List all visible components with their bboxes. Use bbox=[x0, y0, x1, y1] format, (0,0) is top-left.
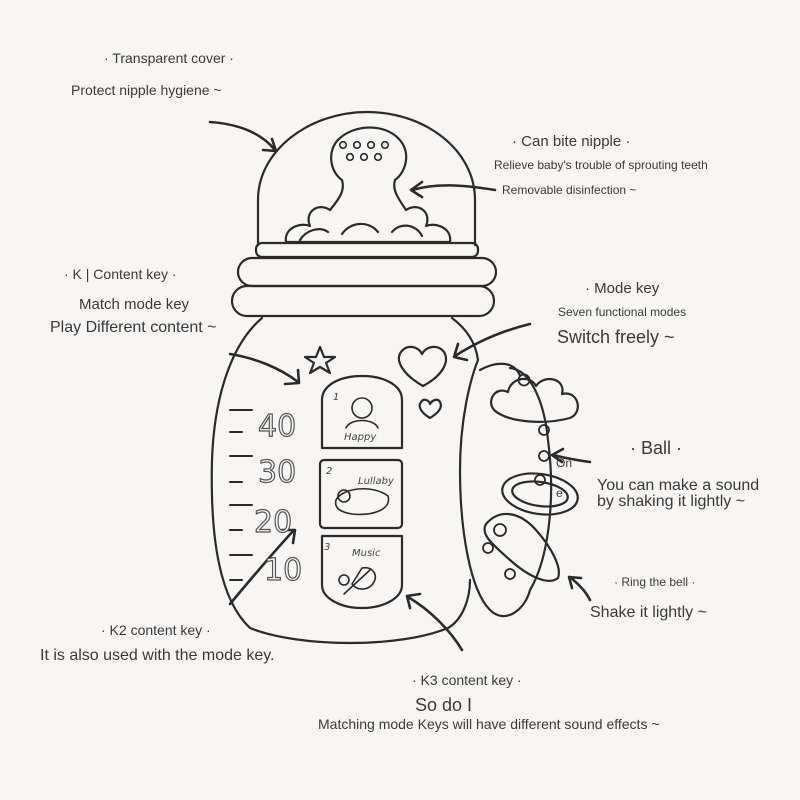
collar-ring-top bbox=[236, 256, 498, 288]
label-so-do-i: So do I bbox=[415, 695, 473, 715]
scale-mark-10: 10 bbox=[264, 553, 302, 588]
label-mode-key: · Mode key bbox=[585, 280, 660, 297]
handle bbox=[458, 358, 553, 618]
cover-rim bbox=[254, 241, 480, 259]
k2-number: 2 bbox=[326, 466, 332, 477]
label-switch-freely: Switch freely ~ bbox=[557, 327, 675, 347]
label-one-1: On bbox=[556, 456, 573, 470]
k1-number: 1 bbox=[333, 392, 339, 403]
scale-mark-30: 30 bbox=[258, 455, 296, 490]
label-k2-content-key: · K2 content key · bbox=[101, 622, 211, 638]
label-removable-disinfection: Removable disinfection ~ bbox=[502, 183, 637, 197]
label-ball-desc-1: You can make a sound bbox=[597, 477, 760, 494]
label-relieve-teeth: Relieve baby's trouble of sprouting teet… bbox=[494, 158, 708, 172]
transparent-cover bbox=[256, 110, 477, 247]
ball-ring bbox=[501, 472, 579, 516]
k3-text: Music bbox=[352, 548, 381, 559]
label-protect-nipple: Protect nipple hygiene ~ bbox=[71, 82, 222, 98]
label-shake-lightly: Shake it lightly ~ bbox=[590, 604, 707, 621]
star-icon bbox=[303, 345, 337, 375]
label-ball: · Ball · bbox=[630, 438, 683, 458]
scale-mark-20: 20 bbox=[254, 505, 292, 540]
label-match-mode-key: Match mode key bbox=[79, 296, 190, 313]
label-seven-modes: Seven functional modes bbox=[558, 305, 687, 319]
rattle-bell bbox=[483, 512, 560, 582]
k3-key bbox=[320, 534, 404, 610]
label-k2-desc: It is also used with the mode key. bbox=[40, 647, 275, 664]
collar-ring-bottom bbox=[230, 284, 496, 318]
k2-text: Lullaby bbox=[358, 476, 395, 487]
label-ring-bell: · Ring the bell · bbox=[614, 575, 696, 589]
k2-key bbox=[318, 458, 404, 530]
label-k3-content-key: · K3 content key · bbox=[412, 672, 522, 688]
label-transparent-cover: · Transparent cover · bbox=[104, 50, 234, 66]
octopus-nipple-icon bbox=[284, 126, 452, 244]
label-matching-mode: Matching mode Keys will have different s… bbox=[318, 716, 660, 732]
label-ball-desc-2: by shaking it lightly ~ bbox=[597, 493, 746, 510]
bottle-body bbox=[210, 316, 472, 645]
label-k-content-key: · K | Content key · bbox=[64, 266, 177, 282]
scale-mark-40: 40 bbox=[258, 409, 296, 444]
heart-icon bbox=[397, 345, 448, 388]
k1-text: Happy bbox=[344, 432, 377, 443]
k3-number: 3 bbox=[324, 542, 330, 553]
k1-key bbox=[320, 374, 404, 450]
label-play-different: Play Different content ~ bbox=[50, 319, 217, 336]
label-can-bite-nipple: · Can bite nipple · bbox=[512, 133, 631, 150]
handle-cloud bbox=[490, 377, 579, 423]
small-heart-icon bbox=[418, 398, 442, 420]
label-one-2: e bbox=[556, 486, 563, 500]
